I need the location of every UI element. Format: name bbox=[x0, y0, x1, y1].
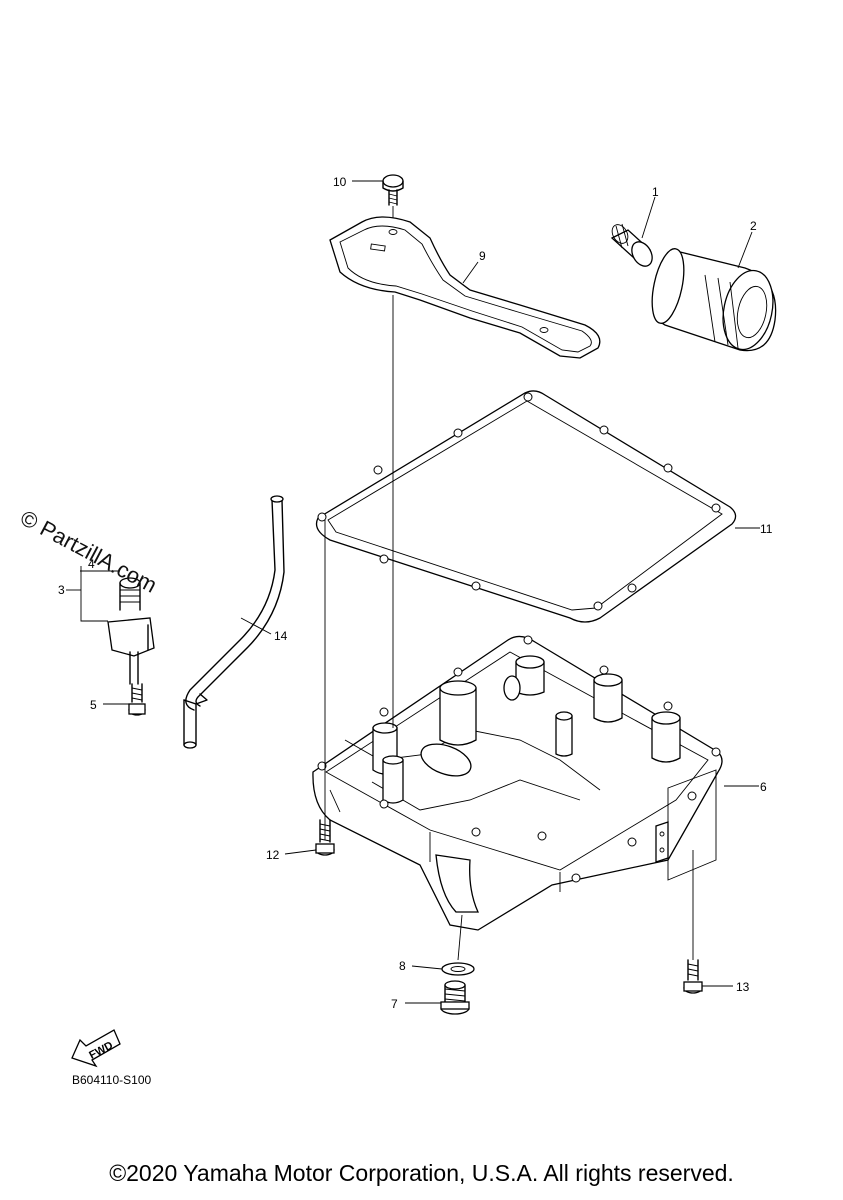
callout-13: 13 bbox=[736, 980, 750, 994]
oil-pan-bosses bbox=[372, 655, 681, 804]
part-14-oil-tube[interactable] bbox=[183, 495, 285, 749]
part-5-sensor-bolt[interactable] bbox=[128, 683, 146, 716]
part-1-union-bolt[interactable] bbox=[609, 222, 656, 270]
gasket-bolt-holes bbox=[317, 392, 721, 611]
part-13-pan-bolt[interactable] bbox=[683, 959, 703, 994]
callout-14: 14 bbox=[274, 629, 288, 643]
callout-10: 10 bbox=[333, 175, 347, 189]
callout-6: 6 bbox=[760, 780, 767, 794]
callout-9: 9 bbox=[479, 249, 486, 263]
part-12-pan-bolt[interactable] bbox=[315, 819, 335, 856]
copyright-notice: ©2020 Yamaha Motor Corporation, U.S.A. A… bbox=[109, 1160, 734, 1186]
callout-7: 7 bbox=[391, 997, 398, 1011]
part-6-baffle[interactable] bbox=[655, 769, 717, 881]
callout-1: 1 bbox=[652, 185, 659, 199]
callout-12: 12 bbox=[266, 848, 280, 862]
part-8-drain-washer[interactable] bbox=[441, 962, 475, 976]
part-7-drain-bolt[interactable] bbox=[440, 980, 470, 1015]
part-11-pan-gasket[interactable] bbox=[315, 390, 737, 623]
part-2-oil-filter[interactable] bbox=[646, 246, 779, 354]
part-3-4-sensor[interactable] bbox=[107, 577, 155, 685]
part-10-bolt[interactable] bbox=[382, 174, 404, 206]
fwd-arrow-icon: FWD bbox=[71, 1029, 121, 1068]
callout-3: 3 bbox=[58, 583, 65, 597]
diagram-reference-code: B604110-S100 bbox=[72, 1073, 152, 1087]
callout-11: 11 bbox=[760, 522, 773, 536]
callout-8: 8 bbox=[399, 959, 406, 973]
callout-4: 4 bbox=[88, 557, 95, 571]
callout-5: 5 bbox=[90, 698, 97, 712]
callout-2: 2 bbox=[750, 219, 757, 233]
part-9-cover-gasket[interactable] bbox=[329, 216, 601, 359]
oil-pan-flange-holes bbox=[317, 635, 721, 883]
